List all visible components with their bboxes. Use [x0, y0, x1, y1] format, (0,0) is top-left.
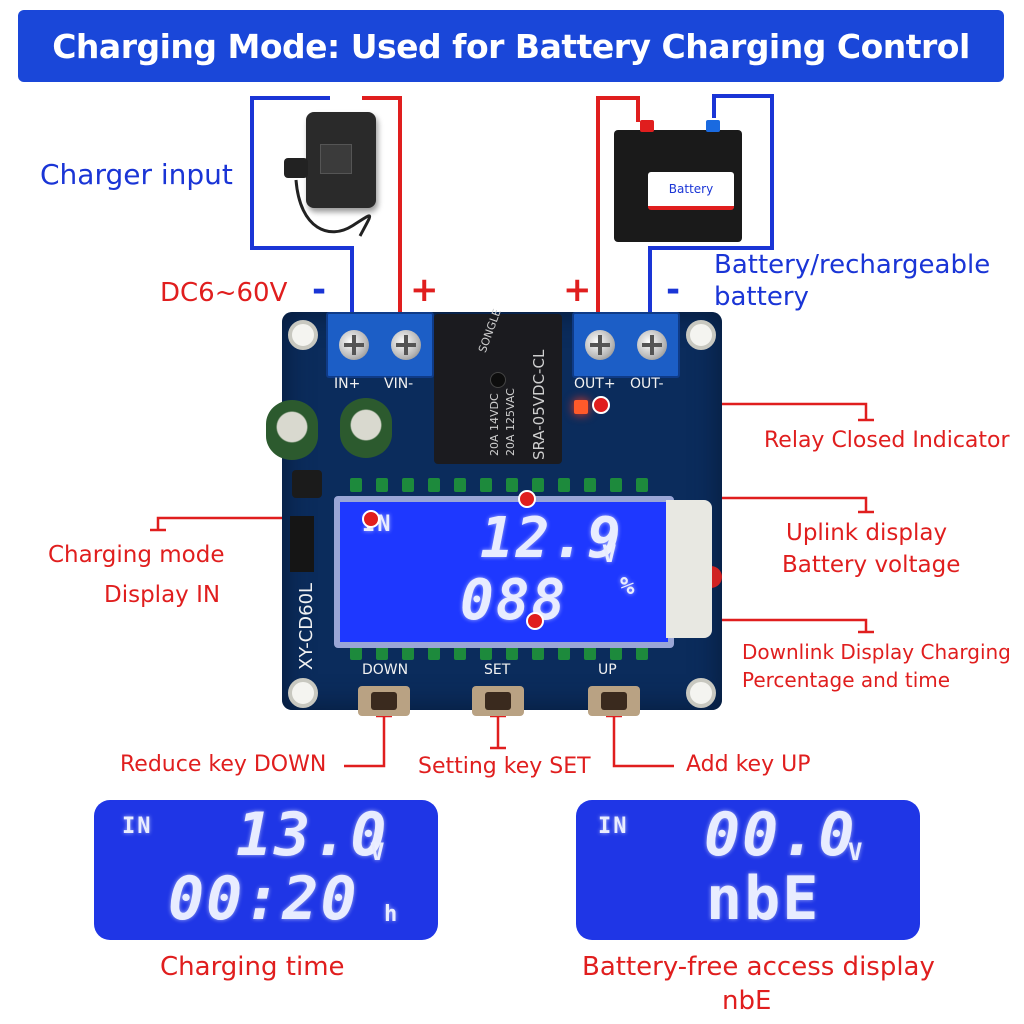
- lcd-right-top-unit: V: [848, 838, 865, 866]
- plug-icon: [284, 158, 308, 178]
- lcd-charging-time: IN 13.0 V 00:20 h: [94, 800, 438, 940]
- screw-in-plus-icon[interactable]: [339, 330, 369, 360]
- inductor: [292, 470, 322, 498]
- up-button[interactable]: [588, 686, 640, 716]
- silk-down: DOWN: [362, 662, 409, 678]
- reduce-key-label: Reduce key DOWN: [120, 752, 327, 777]
- dc-range-label: DC6~60V: [160, 278, 288, 308]
- mount-hole-top-right: [686, 320, 716, 350]
- up-key-leader: [612, 716, 674, 768]
- battery-label-line1: Battery/rechargeable: [714, 250, 991, 280]
- board-model: XY-CD60L: [296, 582, 317, 670]
- charger-negative-wire: [250, 96, 354, 330]
- relay-rating-1: 20A 14VDC: [488, 393, 501, 456]
- output-terminal-block[interactable]: [572, 312, 680, 378]
- screw-vin-minus-icon[interactable]: [391, 330, 421, 360]
- main-lcd-top-unit: V: [602, 540, 619, 568]
- battery-sticker: Battery: [648, 172, 734, 210]
- main-lcd-bottom-value: 088: [460, 568, 568, 633]
- battery-sticker-text: Battery: [668, 182, 714, 196]
- charger-input-label: Charger input: [40, 158, 233, 191]
- mount-hole-top-left: [288, 320, 318, 350]
- left-plus-sign: +: [410, 270, 439, 310]
- silk-in-plus: IN+: [334, 376, 361, 392]
- silk-out-plus: OUT+: [574, 376, 616, 392]
- relay-led-marker: [592, 396, 610, 414]
- setting-key-label: Setting key SET: [418, 754, 591, 779]
- set-button[interactable]: [472, 686, 524, 716]
- right-plus-sign: +: [563, 270, 592, 310]
- lcd-left-bottom-unit: h: [384, 902, 400, 927]
- relay-rating-2: 20A 125VAC: [504, 388, 517, 456]
- relay-marker-icon: [490, 372, 506, 388]
- silk-vin-minus: VIN-: [384, 376, 414, 392]
- relay-model: SRA-05VDC-CL: [530, 349, 548, 460]
- left-minus-sign: -: [312, 270, 327, 310]
- screw-out-minus-icon[interactable]: [637, 330, 667, 360]
- mount-hole-bottom-right: [686, 678, 716, 708]
- main-lcd-bottom-unit: %: [620, 572, 637, 600]
- charger-positive-wire: [362, 96, 402, 330]
- battery-negative-terminal-icon: [706, 120, 720, 132]
- diode: [290, 516, 314, 572]
- battery-free-caption-2: nbE: [722, 986, 772, 1016]
- battery-positive-terminal-icon: [640, 120, 654, 132]
- battery-image: Battery: [614, 120, 742, 242]
- add-key-label: Add key UP: [686, 752, 811, 777]
- lcd-left-mode: IN: [122, 814, 153, 839]
- title-banner: Charging Mode: Used for Battery Charging…: [18, 10, 1004, 82]
- lcd-left-top-unit: V: [370, 838, 387, 866]
- lcd-left-top-value: 13.0: [236, 800, 389, 870]
- down-key-leader: [344, 716, 386, 768]
- relay-indicator-label: Relay Closed Indicator: [764, 428, 1010, 453]
- relay-led-icon: [574, 400, 588, 414]
- relay: SONGLE 20A 14VDC 20A 125VAC SRA-05VDC-CL: [434, 307, 562, 464]
- lcd-pins-bottom: [350, 646, 648, 660]
- charging-time-caption: Charging time: [160, 952, 345, 982]
- battery-free-caption-1: Battery-free access display: [582, 952, 935, 982]
- capacitor-1: [266, 400, 318, 460]
- uplink-marker: [518, 490, 536, 508]
- charging-mode-label-1: Charging mode: [48, 542, 225, 568]
- capacitor-2: [340, 398, 392, 458]
- lcd-battery-free: IN 00.0 V nbE: [576, 800, 920, 940]
- main-lcd-top-value: 12.9: [480, 506, 623, 571]
- right-minus-sign: -: [666, 270, 681, 310]
- lcd-left-bottom-value: 00:20: [168, 864, 359, 934]
- uplink-label-2: Battery voltage: [782, 552, 961, 578]
- battery-positive-wire: [596, 96, 640, 330]
- battery-negative-wire: [648, 94, 774, 330]
- lcd-right-top-value: 00.0: [704, 800, 857, 870]
- lcd-pins-top: [350, 478, 648, 492]
- relay-brand: SONGLE: [476, 307, 504, 355]
- charging-mode-label-2: Display IN: [104, 582, 221, 608]
- input-terminal-block[interactable]: [326, 312, 434, 378]
- downlink-label-2: Percentage and time: [742, 668, 951, 692]
- charger-cable-icon: [294, 179, 371, 237]
- banner-title: Charging Mode: Used for Battery Charging…: [52, 26, 970, 66]
- downlink-marker: [526, 612, 544, 630]
- in-marker: [362, 510, 380, 528]
- silk-out-minus: OUT-: [630, 376, 664, 392]
- lcd-connector-strip: [666, 500, 712, 638]
- battery-label-line2: battery: [714, 282, 809, 312]
- downlink-label-1: Downlink Display Charging: [742, 640, 1011, 664]
- lcd-right-bottom-value: nbE: [706, 864, 821, 934]
- uplink-label-1: Uplink display: [786, 520, 948, 546]
- silk-set: SET: [484, 662, 511, 678]
- silk-up: UP: [598, 662, 617, 678]
- main-lcd-display: IN 12.9 V 088 %: [334, 496, 674, 648]
- lcd-right-mode: IN: [598, 814, 629, 839]
- down-button[interactable]: [358, 686, 410, 716]
- screw-out-plus-icon[interactable]: [585, 330, 615, 360]
- charger-adapter-image: [306, 112, 376, 208]
- mount-hole-bottom-left: [288, 678, 318, 708]
